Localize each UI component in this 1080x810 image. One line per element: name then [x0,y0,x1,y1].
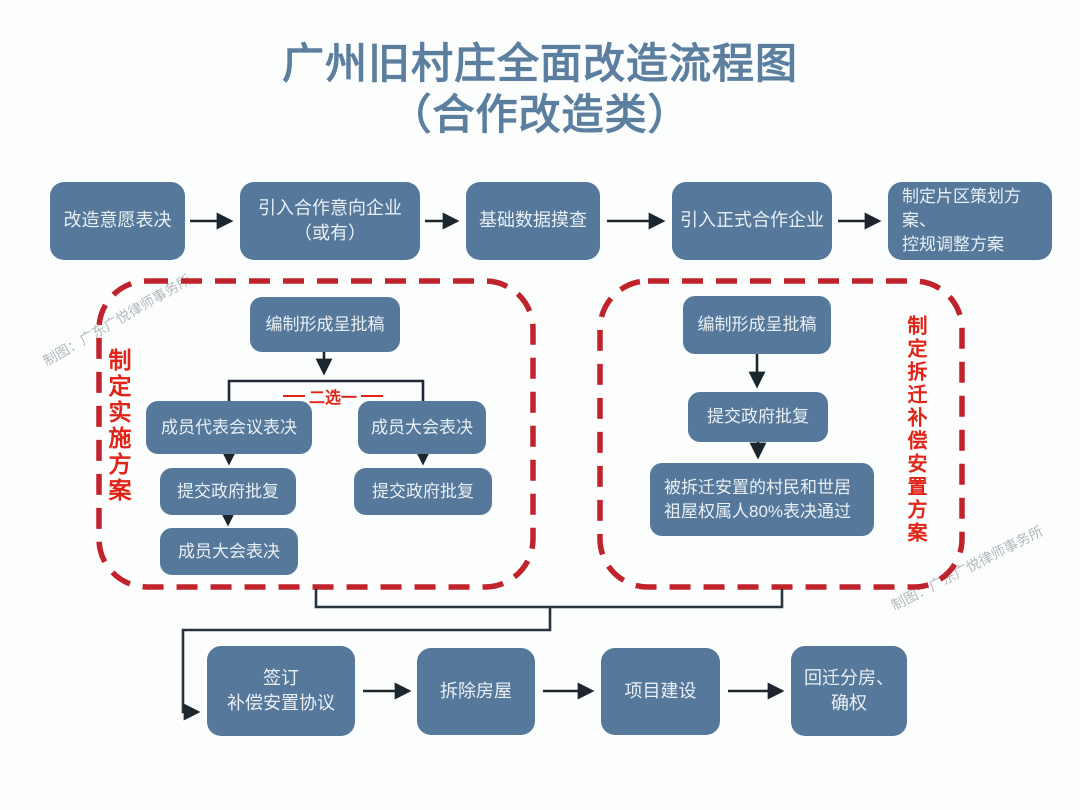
node-demolish-houses: 拆除房屋 [417,648,535,735]
node-right-draft-approval: 编制形成呈批稿 [683,296,831,354]
node-member-assembly-vote-b: 成员大会表决 [358,401,486,454]
node-relocation-housing-confirmation: 回迁分房、 确权 [791,646,907,736]
split-line-two-options [227,379,425,401]
node-member-representative-meeting-vote: 成员代表会议表决 [146,401,312,454]
node-basic-data-survey: 基础数据摸查 [466,182,600,260]
page-title: 广州旧村庄全面改造流程图 （合作改造类） [0,38,1080,140]
node-introduce-formal-enterprise: 引入正式合作企业 [672,182,832,260]
node-member-assembly-vote-a: 成员大会表决 [160,528,298,575]
dashed-frame-implementation-plan [96,278,536,590]
node-submit-government-approval-a: 提交政府批复 [160,468,296,515]
choice-dash-left [283,395,305,397]
group-label-compensation-plan: 制定拆迁补偿安置方案 [904,315,926,545]
node-district-planning-scheme: 制定片区策划方案、 控规调整方案 [888,182,1052,260]
group-label-implementation-plan: 制定实施方案 [105,348,131,504]
page-title-line2: （合作改造类） [389,91,691,139]
choice-label-text: 二选一 [309,390,358,407]
node-introduce-intent-enterprise: 引入合作意向企业 （或有） [240,182,420,260]
choice-label-two-options: 二选一 [283,384,384,408]
node-project-construction: 项目建设 [601,648,720,735]
bus-to-bottom-arrow [181,607,552,721]
node-left-draft-approval: 编制形成呈批稿 [250,297,400,352]
page-title-line1: 广州旧村庄全面改造流程图 [281,40,798,87]
merge-bus-line [314,589,784,609]
node-submit-government-approval-b: 提交政府批复 [354,468,492,515]
node-right-submit-government-approval: 提交政府批复 [688,392,828,442]
choice-dash-right [361,395,384,397]
node-sign-compensation-agreement: 签订 补偿安置协议 [207,646,355,736]
node-renovation-willingness-vote: 改造意愿表决 [50,182,185,260]
dashed-frame-compensation-plan [597,278,965,590]
node-villagers-80-percent-vote: 被拆迁安置的村民和世居 祖屋权属人80%表决通过 [650,463,874,536]
